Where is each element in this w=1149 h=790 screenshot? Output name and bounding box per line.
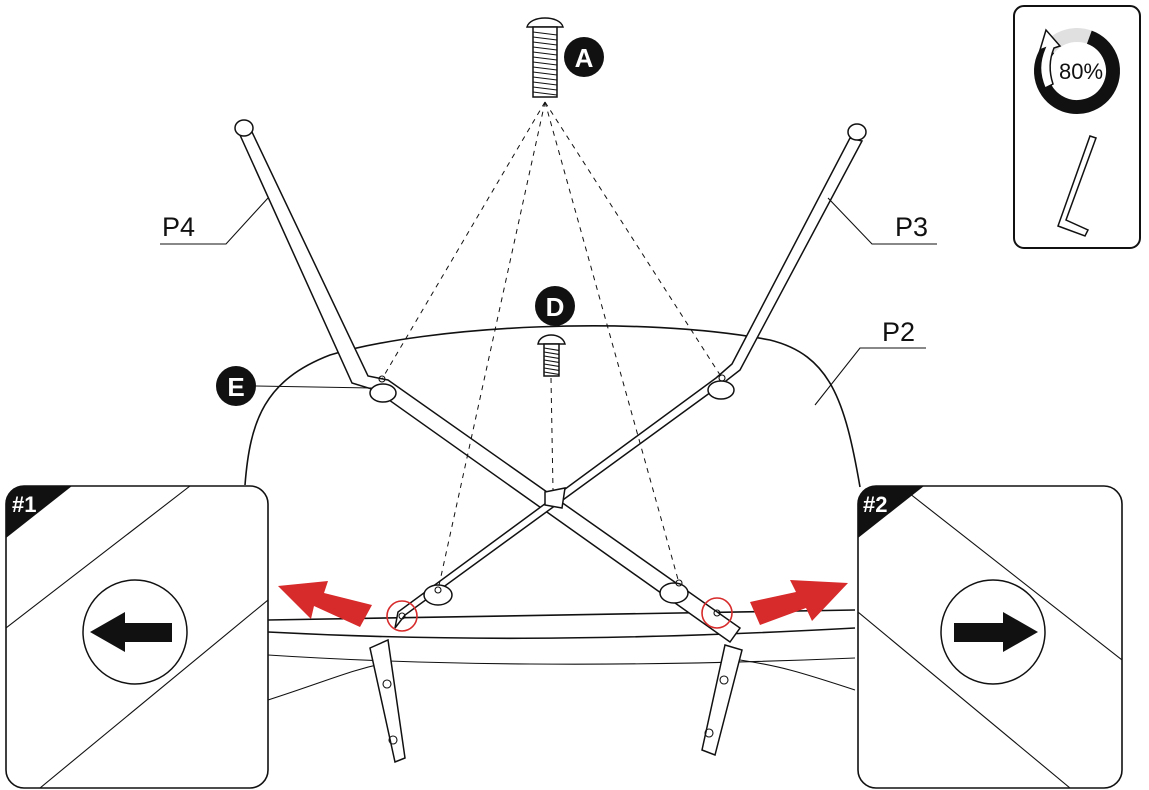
seat-shell [244, 325, 861, 701]
part-badge-e: E [216, 366, 373, 406]
part-label-p4: P4 [162, 212, 195, 242]
rotate-arrow-icon [1038, 28, 1062, 90]
detail-tag-1: #1 [12, 492, 36, 517]
allen-key-icon [1057, 135, 1097, 237]
part-label-a: A [575, 43, 594, 73]
red-arrow-right-icon [750, 580, 848, 625]
leg-frame [234, 119, 867, 764]
callout-p3: P3 [827, 197, 937, 245]
tool-percent: 80% [1059, 59, 1103, 84]
part-label-p3: P3 [895, 212, 928, 242]
detail-tag-2: #2 [863, 492, 887, 517]
callout-p2: P2 [814, 317, 926, 406]
part-badge-d: D [535, 286, 575, 326]
highlight-circle-left [386, 600, 418, 632]
screw-a-icon [526, 17, 564, 98]
screw-d-icon [537, 334, 566, 377]
detail-box-2: #2 [857, 485, 1123, 789]
highlight-circle-right [701, 597, 733, 629]
part-badge-a: A [564, 37, 604, 77]
arrow-left-icon [90, 612, 172, 652]
part-label-e: E [227, 372, 244, 402]
part-label-p2: P2 [882, 317, 915, 347]
callout-p4: P4 [160, 197, 269, 245]
detail-box-1: #1 [5, 485, 269, 789]
screw-guides [381, 101, 723, 591]
arrow-right-icon [954, 612, 1038, 652]
part-label-d: D [546, 292, 565, 322]
red-arrow-left-icon [278, 581, 372, 627]
tool-box: 80% [1013, 5, 1141, 249]
progress-ring [1034, 28, 1120, 114]
